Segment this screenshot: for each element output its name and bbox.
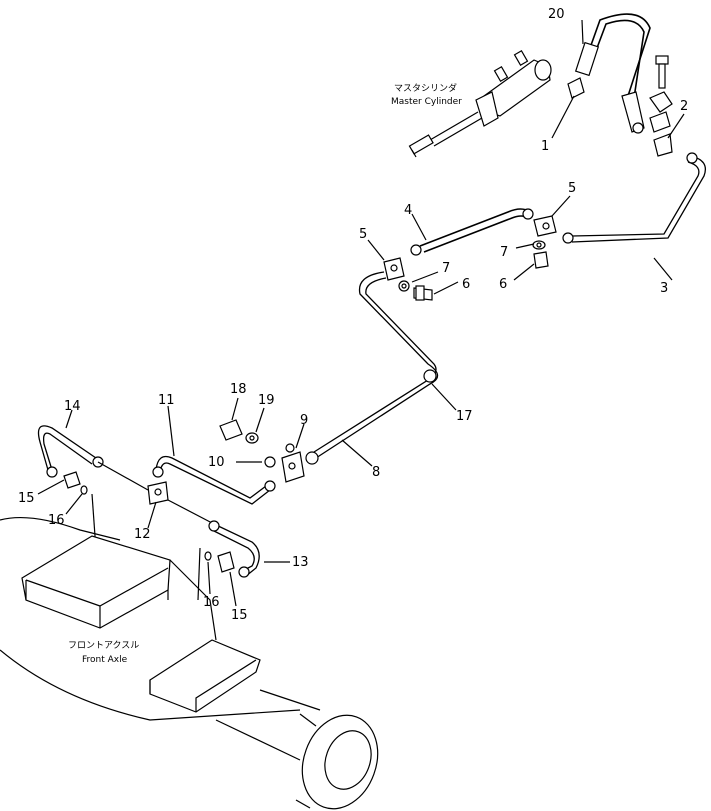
callout-16-left: 16 (48, 513, 65, 528)
callout-leaders (37, 19, 685, 607)
callout-8: 8 (372, 465, 380, 480)
master-cylinder-jp-label: マスタシリンダ (394, 82, 457, 94)
callout-6-left: 6 (462, 277, 470, 292)
callout-20: 20 (548, 7, 565, 22)
callout-14: 14 (64, 399, 81, 414)
front-axle-en-label: Front Axle (82, 655, 128, 665)
callout-16-right: 16 (203, 595, 220, 610)
tube-8 (305, 271, 439, 465)
fitting-5-right (532, 215, 557, 269)
callout-7-left: 7 (442, 261, 450, 276)
joint-12 (147, 481, 169, 505)
callout-18: 18 (230, 382, 247, 397)
fitting-15-left (63, 471, 88, 495)
callout-13: 13 (292, 555, 309, 570)
callout-1: 1 (541, 139, 549, 154)
callout-10: 10 (208, 455, 225, 470)
master-cylinder (408, 49, 552, 158)
master-cylinder-en-label: Master Cylinder (391, 97, 462, 107)
callout-2: 2 (680, 99, 688, 114)
joint-9 (264, 443, 305, 483)
callout-numbers: 20 1 2 3 4 5 5 7 7 6 6 17 8 9 18 19 10 1… (18, 7, 688, 623)
tube-13 (208, 520, 260, 578)
callout-5-right: 5 (568, 181, 576, 196)
callout-17: 17 (456, 409, 473, 424)
callout-4: 4 (404, 203, 412, 218)
callout-3: 3 (660, 281, 668, 296)
bolt-top (649, 55, 673, 157)
tube-3 (562, 152, 707, 244)
master-cylinder-label: マスタシリンダ Master Cylinder (391, 82, 462, 107)
hose-20 (567, 13, 651, 134)
parts-18-19 (219, 419, 259, 444)
callout-5-left: 5 (359, 227, 367, 242)
callout-15-left: 15 (18, 491, 35, 506)
front-axle-label: フロントアクスル Front Axle (68, 640, 139, 665)
callout-15-right: 15 (231, 608, 248, 623)
front-axle (0, 516, 379, 810)
callout-19: 19 (258, 393, 275, 408)
callout-7-right: 7 (500, 245, 508, 260)
fitting-15-right (204, 551, 235, 573)
hose-4 (410, 208, 534, 256)
tube-14 (37, 425, 104, 478)
front-axle-jp-label: フロントアクスル (68, 640, 139, 651)
tube-11 (152, 455, 276, 505)
callout-6-right: 6 (499, 277, 507, 292)
fitting-5-left (383, 257, 433, 301)
callout-12: 12 (134, 527, 151, 542)
callout-9: 9 (300, 413, 308, 428)
callout-11: 11 (158, 393, 175, 408)
